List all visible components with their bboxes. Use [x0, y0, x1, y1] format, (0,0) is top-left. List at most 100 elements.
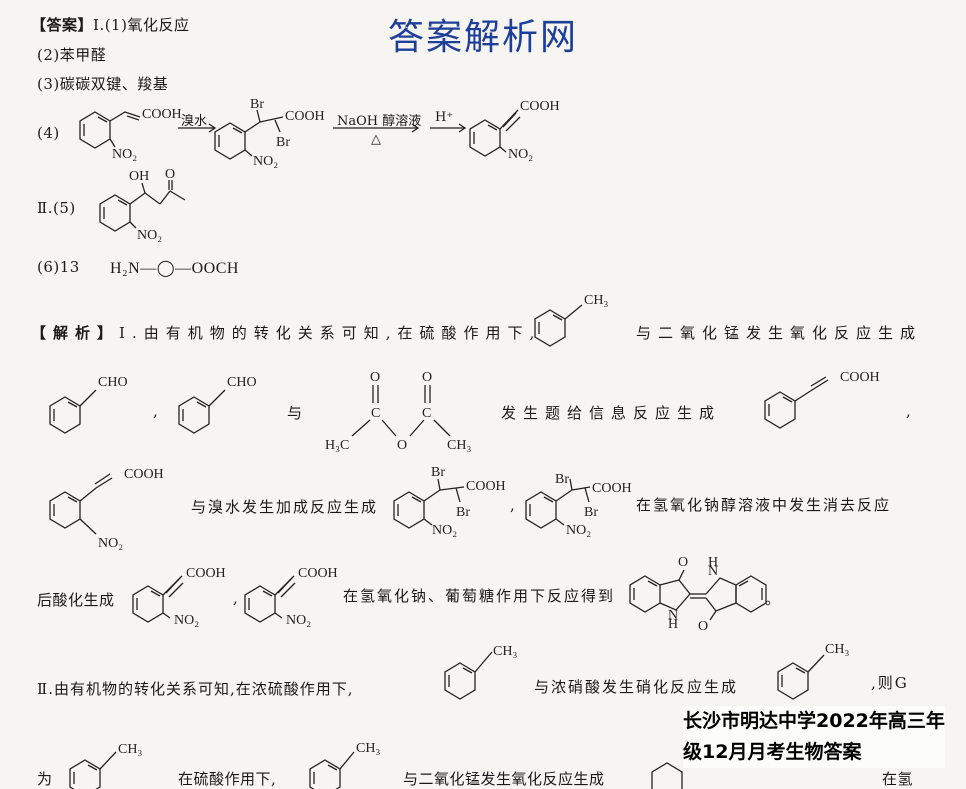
- analysis-p2b: 发生题给信息反应生成: [501, 404, 722, 422]
- chem-no2: NO₂: [137, 228, 162, 243]
- reagent-heat: △: [371, 132, 381, 147]
- chem-br: Br: [250, 97, 264, 112]
- analysis-p1a: Ⅰ.由有机物的转化关系可知,在硫酸作用下,: [119, 324, 542, 342]
- analysis-p4-comma: ,: [233, 589, 239, 607]
- chem-cooh: COOH: [520, 99, 560, 114]
- chem-h: H: [708, 555, 718, 570]
- analysis-tag: 【解析】: [31, 324, 120, 342]
- chem-br: Br: [584, 505, 598, 520]
- chem-cooh: COOH: [285, 109, 325, 124]
- watermark-title: 答案解析网: [388, 17, 579, 58]
- analysis-p1b: 与二氧化锰发生氧化反应生成: [636, 324, 923, 342]
- chem-cooh: COOH: [466, 479, 506, 494]
- chem-no2: NO₂: [508, 147, 533, 162]
- analysis-p5a: Ⅱ.由有机物的转化关系可知,在浓硫酸作用下,: [37, 680, 354, 698]
- chem-br: Br: [555, 472, 569, 487]
- answer-q3: (3)碳碳双键、羧基: [37, 75, 169, 93]
- analysis-p4-end: 。: [765, 590, 781, 608]
- chem-o: O: [698, 619, 708, 634]
- chem-ch3: CH₃: [584, 293, 608, 308]
- chem-no2: NO₂: [98, 536, 123, 551]
- analysis-p2-and: 与: [287, 404, 303, 422]
- chem-ch3: CH₃: [118, 742, 142, 757]
- chem-ch3: CH₃: [825, 642, 849, 657]
- reagent-naoh-ethanol: NaOH 醇溶液: [337, 114, 422, 129]
- analysis-p5b: 与浓硝酸发生硝化反应生成: [534, 678, 739, 696]
- chem-h: H: [668, 617, 678, 632]
- chem-ch3: CH₃: [356, 741, 380, 756]
- analysis-p3a: 与溴水发生加成反应生成: [191, 498, 379, 516]
- answer-q1: Ⅰ.(1)氧化反应: [93, 16, 190, 34]
- chem-cooh: COOH: [186, 566, 226, 581]
- chem-cho: CHO: [227, 375, 257, 390]
- chem-no2: NO₂: [112, 147, 137, 162]
- answer-q5-num: Ⅱ.(5): [37, 199, 76, 217]
- chem-cooh: COOH: [124, 467, 164, 482]
- chem-o: O: [165, 167, 175, 182]
- answer-q4-num: (4): [37, 124, 60, 142]
- analysis-p3-comma: ,: [510, 496, 516, 514]
- analysis-p2-end: ,: [906, 402, 912, 420]
- analysis-p5c: ,则G: [871, 674, 909, 692]
- chem-cho: CHO: [98, 375, 128, 390]
- chem-c: C: [422, 406, 431, 421]
- answer-q6-num: (6)13: [37, 258, 80, 276]
- answer-q6-formula: H₂N—◯—OOCH: [110, 260, 239, 277]
- chem-cooh: COOH: [142, 107, 182, 122]
- chem-no2: NO₂: [253, 154, 278, 169]
- analysis-line-1: 【解析】Ⅰ.由有机物的转化关系可知,在硫酸作用下,: [31, 322, 541, 343]
- chem-cooh: COOH: [840, 370, 880, 385]
- chem-n: N: [668, 608, 678, 623]
- chem-no2: NO₂: [174, 613, 199, 628]
- chem-o: O: [678, 555, 688, 570]
- analysis-p2-comma: ,: [153, 402, 159, 420]
- chem-cooh: COOH: [298, 566, 338, 581]
- chem-ch3: CH₃: [447, 438, 471, 453]
- footer-line-2: 级12月月考生物答案: [683, 741, 862, 763]
- reagent-bromine-water: 溴水: [181, 114, 208, 129]
- analysis-p6e: 在氢: [882, 770, 914, 788]
- answer-tag-label: 【答案】: [31, 16, 94, 34]
- chem-ch3: CH₃: [493, 644, 517, 659]
- reagent-acid: H⁺: [435, 110, 454, 125]
- answer-q2: (2)苯甲醛: [37, 46, 107, 64]
- chem-br: Br: [276, 135, 290, 150]
- chem-o: O: [397, 438, 407, 453]
- analysis-p4a: 后酸化生成: [37, 591, 115, 609]
- chem-o: O: [370, 370, 380, 385]
- chem-n: N: [708, 564, 718, 579]
- chem-br: Br: [456, 505, 470, 520]
- analysis-p3b: 在氢氧化钠醇溶液中发生消去反应: [636, 496, 892, 514]
- chem-no2: NO₂: [286, 613, 311, 628]
- answer-tag: 【答案】Ⅰ.(1)氧化反应: [31, 14, 189, 35]
- chem-o: O: [422, 370, 432, 385]
- chem-c: C: [371, 406, 380, 421]
- chem-no2: NO₂: [432, 523, 457, 538]
- footer-caption: 长沙市明达中学2022年高三年 级12月月考生物答案: [683, 706, 945, 768]
- footer-line-1: 长沙市明达中学2022年高三年: [683, 710, 945, 732]
- chem-br: Br: [431, 465, 445, 480]
- chem-no2: NO₂: [566, 523, 591, 538]
